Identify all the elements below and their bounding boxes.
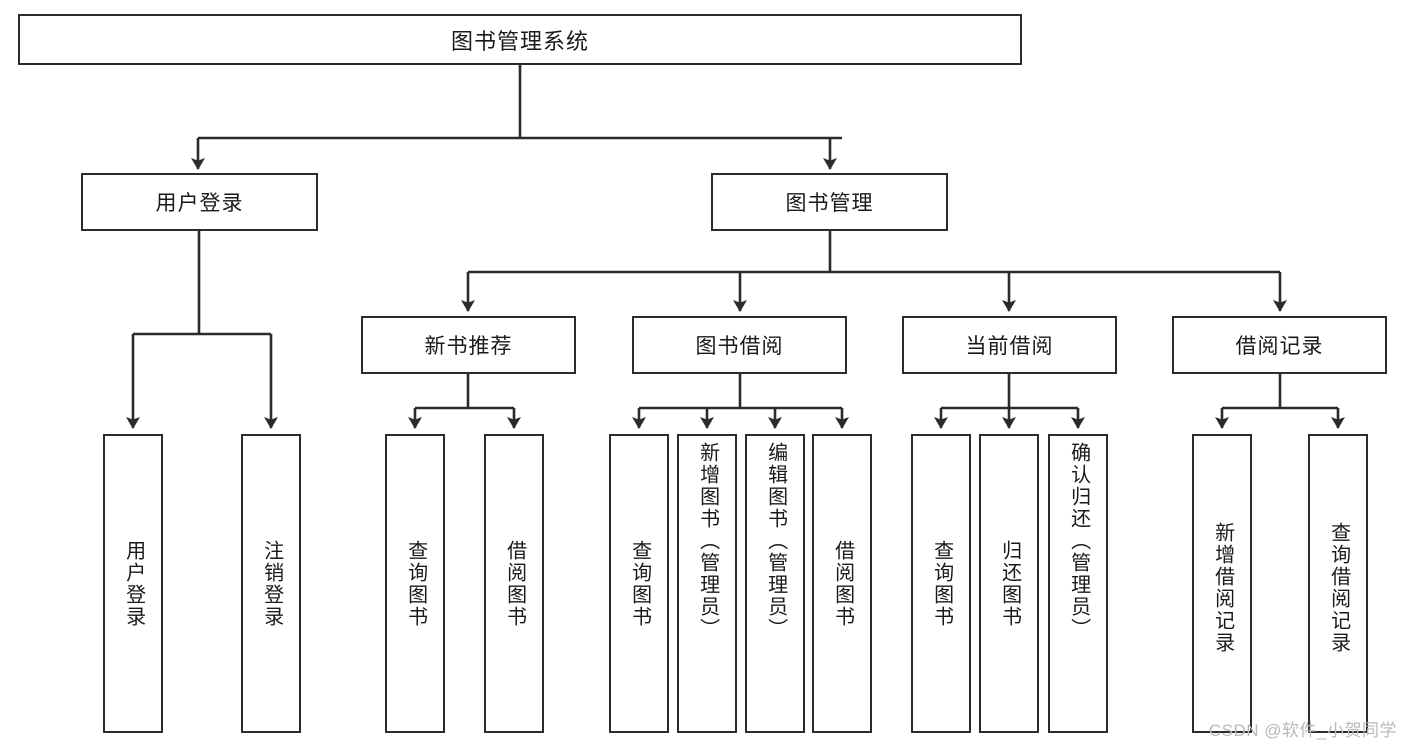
leaf-current-borrow-return-book[interactable]: 归还图书	[979, 434, 1039, 733]
node-label: 借阅记录	[1235, 335, 1324, 358]
node-current-borrowing[interactable]: 当前借阅	[902, 316, 1117, 374]
leaf-book-borrow-edit-book-admin[interactable]: 编辑图书（管理员）	[745, 434, 805, 733]
leaf-label: 用户登录	[122, 540, 145, 628]
leaf-label: 借阅图书	[503, 540, 526, 628]
leaf-label: 确认归还（管理员）	[1067, 442, 1090, 640]
node-label: 新书推荐	[424, 335, 513, 358]
node-book-management[interactable]: 图书管理	[711, 173, 948, 231]
node-borrowing-record[interactable]: 借阅记录	[1172, 316, 1387, 374]
csdn-watermark: CSDN @软件_小贺同学	[1208, 721, 1397, 740]
leaf-label: 查询图书	[930, 540, 953, 628]
leaf-label: 编辑图书（管理员）	[764, 442, 787, 640]
leaf-label: 查询图书	[628, 540, 651, 628]
leaf-current-borrow-confirm-return-admin[interactable]: 确认归还（管理员）	[1048, 434, 1108, 733]
leaf-label: 新增图书（管理员）	[696, 442, 719, 640]
node-label: 图书管理	[785, 192, 874, 215]
leaf-borrow-record-query-record[interactable]: 查询借阅记录	[1308, 434, 1368, 733]
leaf-label: 新增借阅记录	[1211, 522, 1234, 654]
leaf-user-login-login[interactable]: 用户登录	[103, 434, 163, 733]
node-label: 用户登录	[155, 192, 244, 215]
leaf-label: 借阅图书	[831, 540, 854, 628]
leaf-new-book-borrow-book[interactable]: 借阅图书	[484, 434, 544, 733]
node-new-book-recommendation[interactable]: 新书推荐	[361, 316, 576, 374]
leaf-borrow-record-add-record[interactable]: 新增借阅记录	[1192, 434, 1252, 733]
node-label: 图书借阅	[695, 335, 784, 358]
node-label: 当前借阅	[965, 335, 1054, 358]
node-book-borrowing[interactable]: 图书借阅	[632, 316, 847, 374]
leaf-label: 注销登录	[260, 540, 283, 628]
leaf-user-login-logout[interactable]: 注销登录	[241, 434, 301, 733]
node-user-login[interactable]: 用户登录	[81, 173, 318, 231]
leaf-label: 查询借阅记录	[1327, 522, 1350, 654]
leaf-label: 查询图书	[404, 540, 427, 628]
leaf-current-borrow-query-book[interactable]: 查询图书	[911, 434, 971, 733]
node-root-book-management-system[interactable]: 图书管理系统	[18, 14, 1022, 65]
node-label: 图书管理系统	[450, 28, 589, 54]
leaf-new-book-query-book[interactable]: 查询图书	[385, 434, 445, 733]
leaf-book-borrow-add-book-admin[interactable]: 新增图书（管理员）	[677, 434, 737, 733]
leaf-book-borrow-borrow-book[interactable]: 借阅图书	[812, 434, 872, 733]
leaf-label: 归还图书	[998, 540, 1021, 628]
leaf-book-borrow-query-book[interactable]: 查询图书	[609, 434, 669, 733]
